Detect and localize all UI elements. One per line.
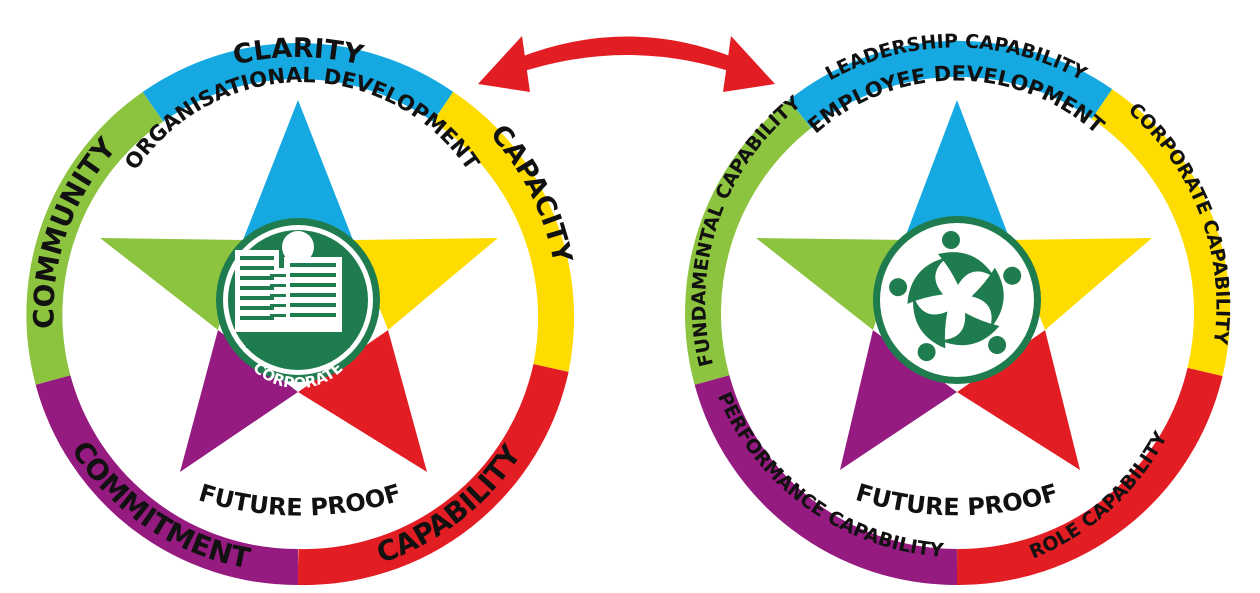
- left-segment-capacity: [432, 91, 575, 372]
- left-star-point-purple: [180, 330, 298, 472]
- right-star-point-green: [756, 238, 904, 330]
- right-footer: FUTURE PROOF: [853, 478, 1062, 521]
- right-star-point-blue: [904, 100, 1010, 240]
- left-segment-capability: [297, 364, 569, 586]
- right-segment-fundamental: [685, 99, 812, 385]
- right-star-point-yellow: [1010, 238, 1152, 330]
- left-segment-commitment: [35, 375, 299, 586]
- left-footer: FUTURE PROOF: [196, 479, 405, 522]
- svg-text:FUTURE PROOF: FUTURE PROOF: [853, 478, 1062, 521]
- svg-text:FUTURE PROOF: FUTURE PROOF: [196, 479, 405, 522]
- right-segment-role: [956, 367, 1223, 586]
- left-star-point-blue: [243, 100, 353, 240]
- double-headed-curved-arrow-icon: [478, 36, 775, 92]
- right-star-point-red: [957, 330, 1080, 470]
- left-star-point-green: [100, 238, 243, 330]
- right-star-point-purple: [840, 330, 957, 470]
- left-emblem-label-band: [246, 334, 350, 348]
- right-segment-corporate: [1091, 89, 1231, 377]
- svg-text:COMMUNITY: COMMUNITY: [27, 131, 122, 329]
- right-emblem: [873, 216, 1041, 384]
- left-star-point-red: [298, 330, 427, 472]
- people-circle-icon: [889, 231, 1022, 362]
- left-star-point-yellow: [353, 238, 498, 330]
- left-segment-label-left: COMMUNITY: [27, 131, 122, 329]
- right-segment-leadership: [788, 40, 1113, 129]
- left-segment-community: [26, 92, 164, 385]
- left-segment-clarity: [142, 43, 454, 122]
- right-segment-performance: [694, 375, 958, 586]
- left-emblem: CORPORATE: [216, 218, 380, 392]
- office-buildings-icon: [235, 231, 342, 332]
